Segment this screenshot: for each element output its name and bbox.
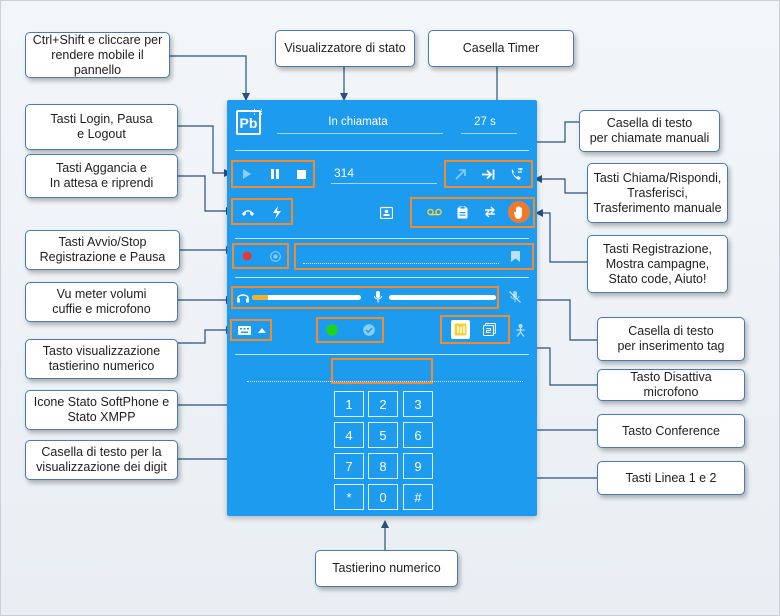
mic-icon bbox=[371, 290, 385, 304]
keypad-key[interactable]: 6 bbox=[403, 422, 433, 448]
keyboard-icon[interactable] bbox=[236, 323, 252, 337]
callout-login-keys: Tasti Login, Pausa e Logout bbox=[25, 104, 178, 150]
callout-call-keys: Tasti Chiama/Rispondi, Trasferisci, Tras… bbox=[587, 163, 728, 223]
phone-panel[interactable]: Pb ⋮⋮ In chiamata 27 s 314 bbox=[227, 100, 537, 516]
keypad-key[interactable]: 5 bbox=[368, 422, 398, 448]
callout-softphone-icons: Icone Stato SoftPhone e Stato XMPP bbox=[25, 390, 178, 430]
keypad-key[interactable]: 1 bbox=[334, 391, 364, 417]
callout-status-viewer: Visualizzatore di stato bbox=[275, 30, 415, 67]
pause-icon[interactable] bbox=[267, 166, 283, 182]
pb-logo[interactable]: Pb ⋮⋮ bbox=[236, 109, 265, 135]
xmpp-status-icon bbox=[361, 322, 377, 338]
play-icon[interactable] bbox=[239, 166, 255, 182]
line2-icon[interactable] bbox=[481, 321, 498, 338]
headphone-meter bbox=[252, 295, 361, 300]
voicemail-icon[interactable] bbox=[425, 204, 443, 220]
callout-mobile-panel: Ctrl+Shift e cliccare per rendere mobile… bbox=[25, 32, 170, 78]
rec-keys-highlight bbox=[232, 243, 289, 269]
callout-manual-call-box: Casella di testo per chiamate manuali bbox=[579, 110, 720, 152]
callout-hangup-keys: Tasti Aggancia e In attesa e riprendi bbox=[25, 154, 178, 198]
bookmark-icon[interactable] bbox=[507, 248, 523, 264]
hold-icon[interactable] bbox=[269, 204, 285, 220]
keypad-key[interactable]: 2 bbox=[368, 391, 398, 417]
call-keys-highlight bbox=[444, 160, 533, 188]
keypad-key[interactable]: 7 bbox=[334, 453, 364, 479]
keypad-toggle-highlight bbox=[230, 319, 272, 341]
dialed-number: 314 bbox=[334, 166, 355, 180]
separator bbox=[235, 238, 529, 239]
callout-rec-keys: Tasti Avvio/Stop Registrazione e Pausa bbox=[25, 230, 180, 270]
softphone-status-icon bbox=[324, 322, 340, 338]
callout-tag-box: Casella di testo per inserimento tag bbox=[597, 317, 745, 361]
clipboard-icon[interactable] bbox=[454, 204, 470, 220]
callout-timer-box: Casella Timer bbox=[428, 30, 574, 67]
manual-call-box[interactable]: 314 bbox=[334, 166, 434, 180]
headphone-meter-fill bbox=[252, 295, 269, 300]
tag-input-line bbox=[303, 263, 499, 265]
vu-meter-highlight bbox=[231, 286, 499, 309]
tag-box[interactable] bbox=[294, 243, 534, 270]
logo-text: Pb bbox=[239, 114, 258, 131]
record-icon[interactable] bbox=[239, 248, 255, 264]
callout-mute-key: Tasto Disattiva microfono bbox=[597, 369, 745, 401]
keypad-key[interactable]: 8 bbox=[368, 453, 398, 479]
callout-digit-box: Casella di testo per la visualizzazione … bbox=[25, 440, 178, 480]
chevron-up-icon[interactable] bbox=[256, 324, 268, 336]
transfer-icon[interactable] bbox=[480, 166, 496, 182]
separator bbox=[235, 150, 529, 151]
line1-icon[interactable] bbox=[451, 320, 470, 339]
separator bbox=[235, 277, 529, 278]
callout-keypad-toggle: Tasto visualizzazione tastierino numeric… bbox=[25, 339, 178, 379]
line-keys-highlight bbox=[440, 315, 510, 344]
digit-box[interactable] bbox=[331, 358, 433, 384]
keypad-key[interactable]: 4 bbox=[334, 422, 364, 448]
status-icons-highlight bbox=[316, 317, 384, 343]
callout-vu-meter: Vu meter volumi cuffie e microfono bbox=[25, 282, 178, 322]
conference-icon[interactable] bbox=[512, 322, 528, 338]
callout-line-keys: Tasti Linea 1 e 2 bbox=[597, 461, 745, 495]
callout-keypad: Tastierino numerico bbox=[315, 550, 458, 587]
mic-off-icon[interactable] bbox=[507, 289, 523, 305]
mic-meter bbox=[389, 295, 496, 300]
callout-conference-key: Tasto Conference bbox=[597, 414, 745, 448]
stop-icon[interactable] bbox=[293, 166, 309, 182]
swap-icon[interactable] bbox=[482, 204, 498, 220]
timer-underline bbox=[461, 133, 517, 134]
campaign-keys-highlight bbox=[410, 197, 535, 228]
keypad-key[interactable]: * bbox=[334, 484, 364, 510]
number-underline bbox=[331, 183, 437, 184]
keypad-key[interactable]: # bbox=[403, 484, 433, 510]
keypad-key[interactable]: 3 bbox=[403, 391, 433, 417]
help-hand-icon[interactable] bbox=[508, 201, 530, 223]
timer-box: 27 s bbox=[459, 116, 511, 128]
keypad-key[interactable]: 9 bbox=[403, 453, 433, 479]
hangup-keys-highlight bbox=[231, 198, 293, 225]
digit-line bbox=[247, 381, 523, 383]
logo-grid-icon: ⋮⋮ bbox=[251, 109, 265, 116]
headphones-icon bbox=[235, 290, 251, 304]
status-viewer: In chiamata bbox=[275, 116, 441, 128]
contact-card-icon[interactable] bbox=[377, 204, 395, 220]
hangup-icon[interactable] bbox=[239, 204, 257, 220]
status-text: In chiamata bbox=[328, 116, 388, 128]
status-underline bbox=[277, 133, 443, 134]
login-keys-highlight bbox=[231, 160, 315, 188]
timer-text: 27 s bbox=[474, 116, 496, 128]
callout-campaign-keys: Tasti Registrazione, Mostra campagne, St… bbox=[587, 235, 728, 293]
separator bbox=[235, 354, 529, 355]
keypad-key[interactable]: 0 bbox=[368, 484, 398, 510]
call-out-icon[interactable] bbox=[452, 166, 468, 182]
pause-record-icon[interactable] bbox=[267, 248, 283, 264]
manual-transfer-icon[interactable] bbox=[508, 166, 524, 182]
